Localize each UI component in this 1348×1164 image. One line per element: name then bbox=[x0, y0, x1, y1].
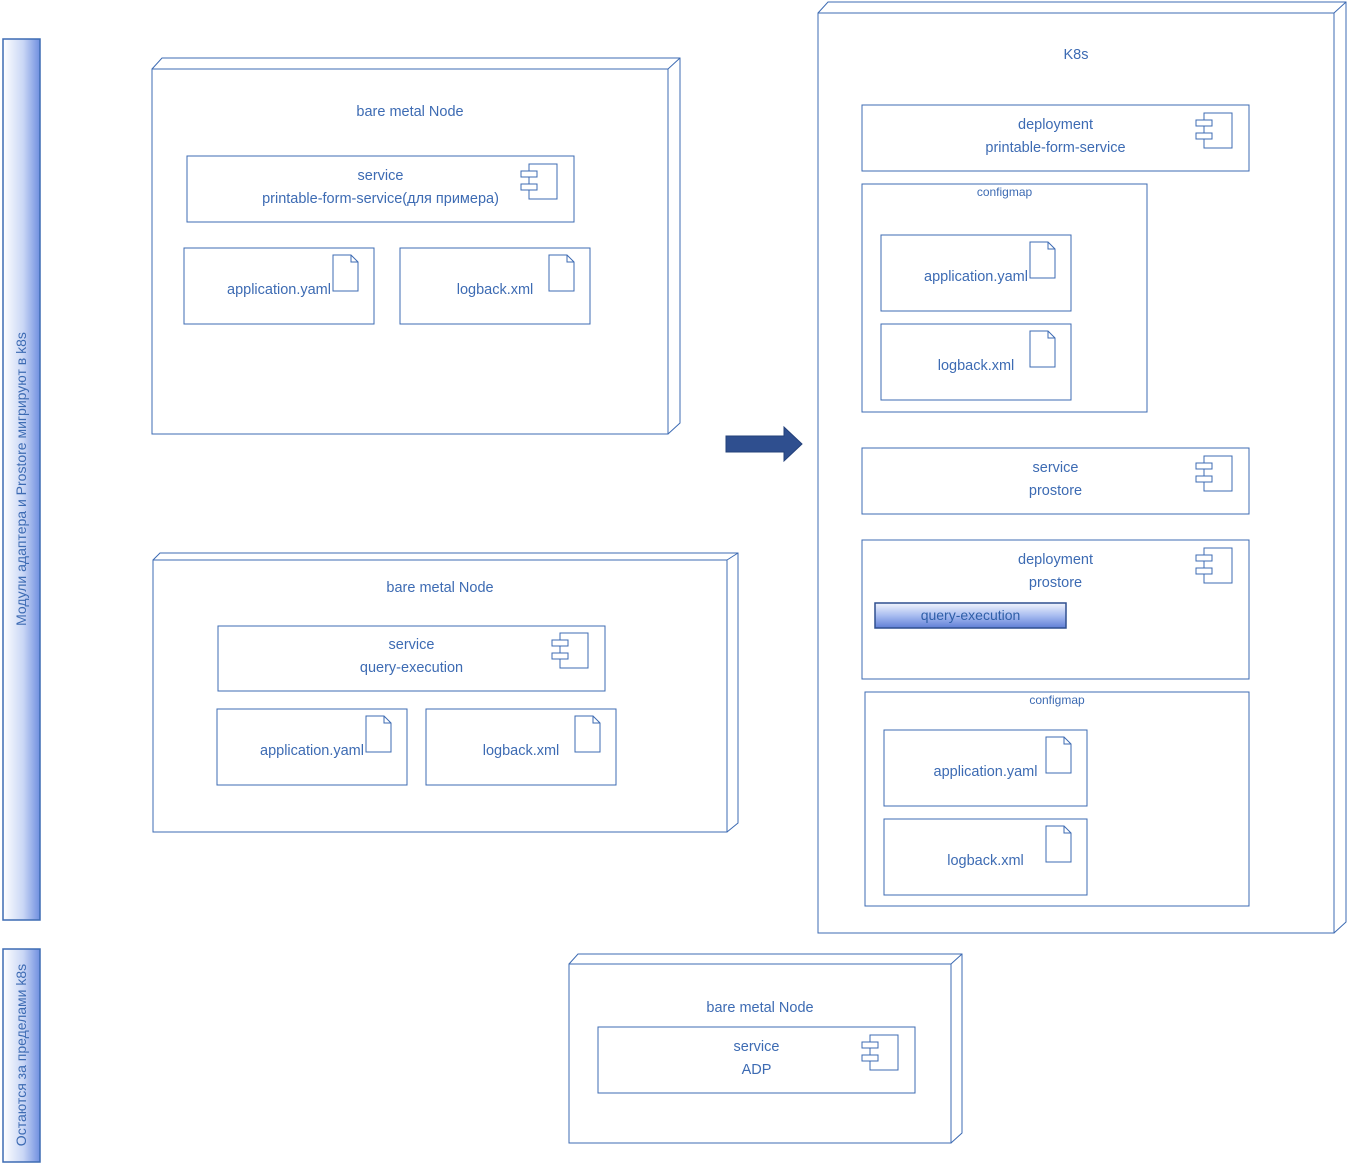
node2-service-box bbox=[217, 625, 606, 692]
k8s-cm2-file2-box bbox=[883, 818, 1088, 896]
node1-file1-box bbox=[183, 247, 375, 325]
k8s-cm2-file1-box bbox=[883, 729, 1088, 807]
k8s-title: K8s bbox=[1063, 47, 1089, 63]
k8s-configmap1-box bbox=[861, 183, 1148, 413]
lane-migrate bbox=[2, 38, 41, 921]
k8s-cm2-file1-label: application.yaml bbox=[933, 764, 1038, 780]
node3-service-name: ADP bbox=[741, 1062, 772, 1078]
node3-title: bare metal Node bbox=[706, 1000, 814, 1016]
node2-file2-box bbox=[425, 708, 617, 786]
component-icon bbox=[551, 632, 589, 669]
k8s-deployment2-type: deployment bbox=[1018, 552, 1093, 568]
lane-stay bbox=[2, 948, 41, 1163]
k8s-cm1-file1-label: application.yaml bbox=[924, 269, 1028, 285]
k8s-configmap2-label: configmap bbox=[1029, 693, 1085, 707]
component-icon bbox=[861, 1034, 899, 1071]
query-execution-label: query-execution bbox=[920, 607, 1021, 623]
k8s-deployment1-type: deployment bbox=[1018, 117, 1093, 133]
node2-title: bare metal Node bbox=[386, 580, 494, 596]
node2-box bbox=[152, 552, 739, 833]
lane-stay-label: Остаются за пределами k8s bbox=[13, 963, 29, 1147]
component-icon bbox=[1195, 547, 1233, 584]
document-icon bbox=[1045, 825, 1072, 863]
node1-file1-label: application.yaml bbox=[227, 282, 331, 298]
node1-service-box bbox=[186, 155, 575, 223]
node1-service-type: service bbox=[357, 168, 404, 184]
k8s-deployment2-box bbox=[861, 539, 1250, 680]
document-icon bbox=[332, 254, 359, 292]
node2-file1-box bbox=[216, 708, 408, 786]
node3-service-type: service bbox=[733, 1039, 780, 1055]
k8s-cm1-file1-box bbox=[880, 234, 1072, 312]
node1-file2-label: logback.xml bbox=[456, 282, 534, 298]
k8s-deployment1-box bbox=[861, 104, 1250, 172]
document-icon bbox=[1029, 241, 1056, 279]
node3-service-box bbox=[597, 1026, 916, 1094]
document-icon bbox=[365, 715, 392, 753]
component-icon bbox=[520, 163, 558, 200]
k8s-configmap1-label: configmap bbox=[976, 185, 1033, 199]
component-icon bbox=[1195, 455, 1233, 492]
k8s-box bbox=[817, 1, 1347, 934]
document-icon bbox=[548, 254, 575, 292]
k8s-cm2-file2-label: logback.xml bbox=[947, 853, 1024, 869]
k8s-service-type: service bbox=[1032, 460, 1079, 476]
migration-arrow-icon bbox=[725, 425, 803, 463]
node2-file2-label: logback.xml bbox=[482, 743, 560, 759]
query-execution-block bbox=[874, 602, 1067, 629]
node2-service-name: query-execution bbox=[359, 660, 464, 676]
node1-box bbox=[151, 57, 681, 435]
k8s-service-box bbox=[861, 447, 1250, 515]
node2-file1-label: application.yaml bbox=[260, 743, 364, 759]
document-icon bbox=[1045, 736, 1072, 774]
k8s-cm1-file2-box bbox=[880, 323, 1072, 401]
k8s-deployment2-name: prostore bbox=[1028, 575, 1083, 591]
k8s-deployment1-name: printable-form-service bbox=[985, 140, 1126, 156]
document-icon bbox=[1029, 330, 1056, 368]
document-icon bbox=[574, 715, 601, 753]
component-icon bbox=[1195, 112, 1233, 149]
node1-service-name: printable-form-service(для примера) bbox=[262, 191, 499, 207]
node2-service-type: service bbox=[388, 637, 435, 653]
k8s-cm1-file2-label: logback.xml bbox=[937, 358, 1015, 374]
k8s-service-name: prostore bbox=[1028, 483, 1083, 499]
node1-title: bare metal Node bbox=[356, 104, 464, 120]
node1-file2-box bbox=[399, 247, 591, 325]
k8s-configmap2-box bbox=[864, 691, 1250, 907]
lane-migrate-label: Модули адаптера и Prostore мигрируют в k… bbox=[13, 332, 29, 626]
node3-box bbox=[568, 953, 963, 1144]
